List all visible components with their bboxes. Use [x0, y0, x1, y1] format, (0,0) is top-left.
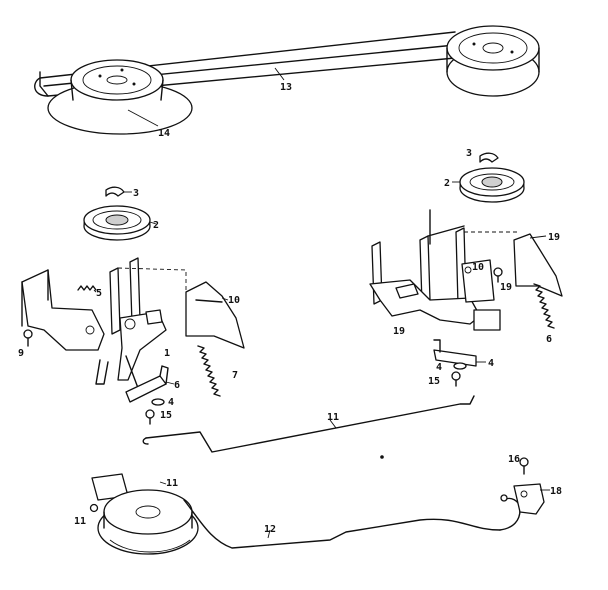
left-washer: [151, 398, 165, 406]
callout-9: 10: [228, 295, 240, 306]
callout-5: 19: [548, 232, 560, 243]
callout-18-right: 18: [550, 486, 562, 497]
right-cable-bracket: [513, 483, 545, 515]
left-spring-small: [77, 285, 97, 291]
right-bracket-plate: [513, 233, 563, 297]
right-ribbon-spool: [446, 25, 540, 97]
callout-19-left: 9: [18, 348, 24, 359]
callout-10-left: 5: [96, 288, 102, 299]
left-gear: [83, 205, 157, 241]
callout-3-left: 3: [133, 188, 139, 199]
left-frame: [21, 257, 187, 389]
callout-6-right: 6: [546, 334, 552, 345]
callout-1: 19: [393, 326, 405, 337]
right-clip: [479, 152, 499, 163]
callout-15-left: 4: [168, 397, 174, 408]
right-washer: [453, 362, 467, 370]
right-cable-bolt: [519, 457, 529, 475]
left-bracket-plate: [185, 281, 245, 349]
left-ribbon-spool: [47, 59, 193, 135]
callout-14: 14: [158, 128, 170, 139]
callout-6-left: 7: [232, 370, 238, 381]
callout-4-right: 4: [488, 358, 494, 369]
right-lever: [433, 339, 477, 367]
callout-12: 11: [327, 412, 339, 423]
callout-16: 11: [166, 478, 178, 489]
right-bolt: [451, 371, 461, 387]
callout-17: 12: [264, 524, 276, 535]
callout-19-right: 19: [500, 282, 512, 293]
callout-15-right: 4: [436, 362, 442, 373]
left-bolt: [145, 409, 155, 425]
callout-11-bottom: 16: [508, 454, 520, 465]
callout-11-left: 15: [160, 410, 172, 421]
right-gear: [459, 167, 525, 203]
callout-4-left: 6: [174, 380, 180, 391]
left-clip: [105, 186, 132, 197]
cable: [183, 494, 521, 549]
callout-10-right: 10: [472, 262, 484, 273]
callout-13: 13: [280, 82, 292, 93]
bottom-screw: [89, 503, 99, 513]
right-long-spring: [533, 283, 555, 329]
right-screw: [493, 267, 503, 283]
connecting-rod: [142, 395, 475, 453]
callout-18-left: 11: [74, 516, 86, 527]
left-lever: [125, 365, 169, 403]
callout-2-right: 2: [444, 178, 450, 189]
callout-3-right: 3: [466, 148, 472, 159]
right-frame: [369, 209, 520, 331]
callout-2-left: 2: [153, 220, 159, 231]
left-screw: [23, 329, 33, 347]
callout-11-right: 15: [428, 376, 440, 387]
bottom-spool: [97, 489, 199, 555]
callout-7: 1: [164, 348, 170, 359]
left-long-spring: [197, 345, 221, 397]
